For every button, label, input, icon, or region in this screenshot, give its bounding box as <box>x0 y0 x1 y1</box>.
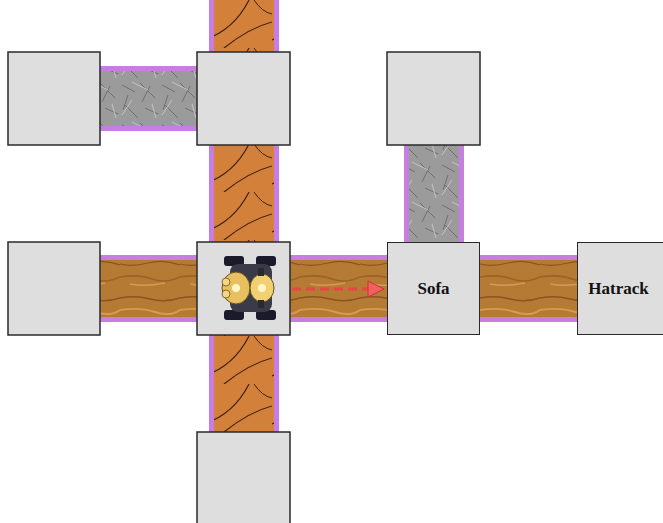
corridor-border <box>480 255 577 322</box>
empty-room <box>8 52 480 523</box>
room-label: Sofa <box>417 279 449 299</box>
robot-icon <box>222 256 276 320</box>
corridor <box>480 288 577 289</box>
corridor-floor <box>480 260 577 317</box>
direction-arrow <box>292 281 384 297</box>
room-box: Sofa <box>387 242 480 335</box>
room-label: Hatrack <box>588 279 648 299</box>
room-box: Hatrack <box>577 242 663 335</box>
